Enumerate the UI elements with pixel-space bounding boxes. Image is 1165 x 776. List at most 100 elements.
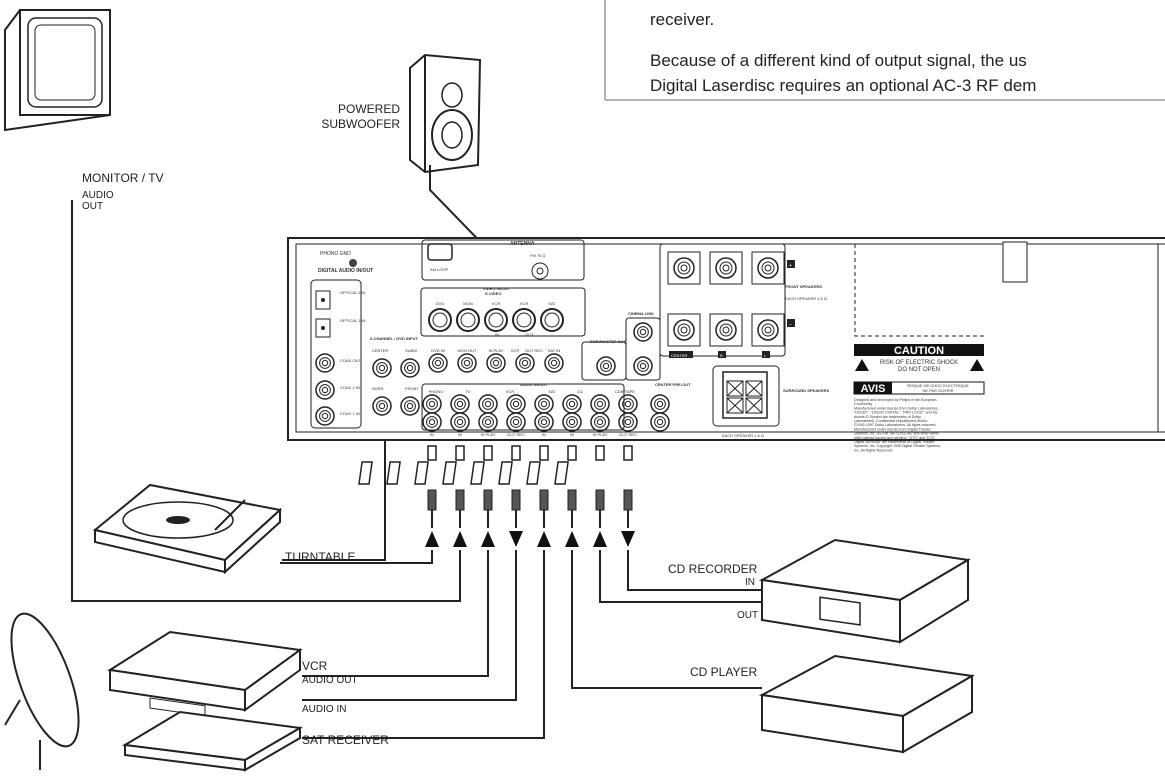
arrow-up-icon	[425, 531, 439, 547]
video-label-0: DVD IN	[431, 348, 445, 353]
tv-label: MONITOR / TV	[82, 171, 164, 185]
rca-jack	[315, 380, 335, 400]
svideo-jack	[484, 308, 508, 332]
rca-jack	[450, 394, 470, 414]
svideo-in-label: IN	[495, 332, 499, 337]
svideo-out-label: OUT	[525, 332, 534, 337]
rca-jack	[618, 394, 638, 414]
vcr-audio-out-label: AUDIO OUT	[302, 675, 358, 686]
optical1-label: OPTICAL 1 IN	[340, 318, 366, 323]
arrow-down-icon	[621, 531, 635, 547]
rca-plug	[427, 445, 437, 461]
text-box: receiver. Because of a different kind of…	[604, 0, 1165, 101]
turntable-label: TURNTABLE	[285, 550, 355, 564]
am-loop-label: AM LOOP	[430, 267, 449, 272]
rca-jack	[633, 356, 653, 376]
rca-plug	[483, 445, 493, 461]
phono-gnd-terminal	[349, 259, 357, 267]
rca-jack	[478, 394, 498, 414]
rca-jack	[650, 412, 670, 432]
text-line-1: receiver.	[650, 10, 714, 29]
legal-line-1: Community.	[854, 402, 873, 406]
rca-jack	[757, 319, 779, 341]
surround-each-speaker-label: EACH SPEAKER ≥ 6 Ω	[722, 433, 764, 438]
rca-plug	[595, 445, 605, 461]
cd-recorder-out-label: OUT	[737, 610, 758, 621]
rca-jack	[544, 353, 564, 373]
rca-plug	[455, 445, 465, 461]
rca-plug	[511, 445, 521, 461]
risk-line-2: DO NOT OPEN	[898, 367, 940, 373]
antenna-label: ANTENNA	[510, 241, 535, 247]
audio-label-3: SAT	[548, 389, 556, 394]
cd-player-label: CD PLAYER	[690, 665, 757, 679]
rca-jack	[534, 394, 554, 414]
receiver-back-panel: PHONO GND DIGITAL AUDIO IN/OUT OPTICAL 2…	[287, 237, 1165, 452]
svideo-jack	[540, 308, 564, 332]
surr-label: SURR	[372, 386, 383, 391]
rca-jack	[757, 257, 779, 279]
speaker-r-tag: R	[720, 353, 723, 358]
rca-plug-body	[442, 461, 457, 485]
each-speaker-label: EACH SPEAKER ≥ 6 Ω	[785, 296, 827, 301]
subwoofer-label-1: POWERED	[338, 102, 400, 116]
subwoofer-out-label: SUBWOOFER OUT	[590, 339, 627, 344]
center-preout-label: CENTER PRE-OUT	[655, 382, 691, 387]
rca-jack	[562, 412, 582, 432]
audio-bottom-label-7: OUT REC	[619, 432, 637, 437]
rca-jack	[428, 353, 448, 373]
rca-jack	[673, 319, 695, 341]
vcr-label: VCR	[302, 659, 328, 673]
cinema-link-label: CINEMA LINK	[628, 311, 654, 316]
audio-bottom-label-3: OUT REC	[507, 432, 525, 437]
svideo-jack	[428, 308, 452, 332]
front-in-label: FRONT	[405, 386, 419, 391]
svideo-label-4: SAT	[548, 301, 556, 306]
legal-line-5: Laboratories. Confidential Unpublished W…	[854, 419, 928, 423]
caution-title: CAUTION	[894, 345, 944, 357]
coax1-label: COAX 1 IN	[340, 411, 360, 416]
rca-jack	[590, 412, 610, 432]
svideo-label-3: VCR	[520, 301, 529, 306]
risque-line-1: RISQUE DE CHOC ELECTRIQUE	[907, 383, 969, 388]
text-line-3: Digital Laserdisc requires an optional A…	[650, 76, 1036, 95]
speaker-center-tag: CENTER	[671, 353, 688, 358]
legal-line-3: "DOLBY", "DOLBY DIGITAL", "PRO LOGIC" an…	[854, 411, 938, 415]
legal-line-8: Systems, Inc. US Pat. No. 5,451,942 and …	[854, 432, 940, 436]
svideo-jack	[512, 308, 536, 332]
rca-jack	[422, 412, 442, 432]
sat-receiver-label: SAT RECEIVER	[302, 733, 389, 747]
arrow-up-icon	[593, 531, 607, 547]
rca-plug	[623, 445, 633, 461]
audio-label-4: CD	[577, 389, 583, 394]
legal-line-4: double-D Symbol are trademarks of Dolby	[854, 415, 921, 419]
svideo-label-1: MON	[463, 301, 472, 306]
rca-plug-body	[414, 461, 429, 485]
rca-plug-body	[498, 461, 513, 485]
subw-label: SUBW	[405, 348, 417, 353]
tv-out-label: OUT	[82, 201, 103, 212]
rca-plug	[567, 445, 577, 461]
svideo-label: S-VIDEO	[485, 291, 501, 296]
rca-plug	[539, 445, 549, 461]
cd-recorder-label: CD RECORDER	[668, 562, 758, 576]
rca-jack	[372, 358, 392, 378]
rca-plug-body	[554, 461, 569, 485]
rca-jack	[562, 394, 582, 414]
audio-bottom-label-5: IN	[570, 432, 574, 437]
video-label-2: IN PLAY	[488, 348, 503, 353]
audio-bottom-label-4: IN	[542, 432, 546, 437]
turntable-illustration	[92, 483, 283, 575]
rca-jack	[633, 322, 653, 342]
rca-plug-body	[386, 461, 401, 485]
cd-player-illustration	[758, 654, 975, 754]
video-inout-label: VIDEO IN/OUT	[483, 286, 511, 291]
surround-speakers-label: SURROUND SPEAKERS	[783, 388, 830, 393]
rca-plug-body	[526, 461, 541, 485]
rca-jack	[673, 257, 695, 279]
legal-line-11: Systems, Inc. Copyright 1996 Digital The…	[854, 444, 941, 448]
rca-jack	[457, 353, 477, 373]
subwoofer-illustration	[409, 53, 482, 174]
rca-jack	[400, 358, 420, 378]
